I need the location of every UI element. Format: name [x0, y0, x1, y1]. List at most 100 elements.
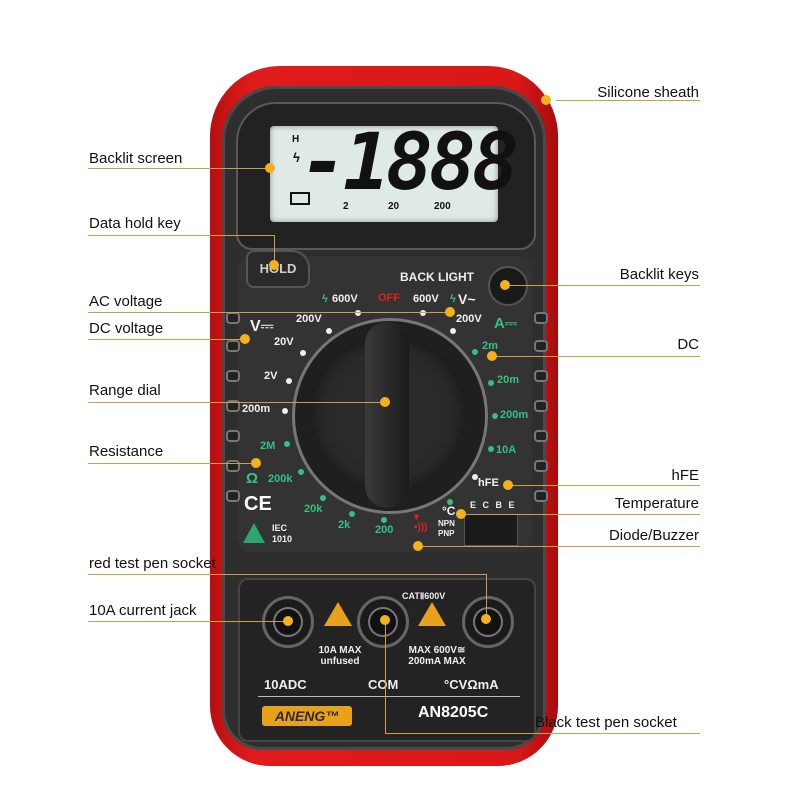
- range-ohm-20k: 20k: [304, 503, 323, 515]
- lcd-scale-200: 200: [434, 201, 451, 212]
- transistor-pins: E C B E: [470, 500, 517, 510]
- dial-position-dot: [381, 517, 387, 523]
- range-ohm-200k: 200k: [268, 473, 293, 485]
- callout-line: [418, 546, 700, 547]
- backlit-screen: [270, 126, 498, 222]
- callout-dc: DC: [677, 336, 699, 353]
- grip-bump: [226, 490, 240, 502]
- callout-line: [88, 235, 274, 236]
- callout-line: [88, 402, 384, 403]
- dial-position-dot: [447, 499, 453, 505]
- callout-pin: [413, 541, 423, 551]
- callout-line: [512, 485, 700, 486]
- terminal-10adc-label: 10ADC: [264, 677, 307, 692]
- ce-mark: CE: [244, 493, 272, 515]
- grip-bump: [534, 400, 548, 412]
- callout-line: [88, 312, 450, 313]
- callout-line: [88, 621, 288, 622]
- grip-bump: [226, 460, 240, 472]
- hfe-label: hFE: [478, 477, 499, 489]
- hold-indicator: H: [292, 134, 300, 145]
- range-dcv-2: 2V: [264, 370, 278, 382]
- range-dcv-20: 20V: [274, 336, 294, 348]
- warn-10a-max: 10A MAX: [318, 645, 362, 656]
- callout-red-test-pen-socket: red test pen socket: [89, 555, 216, 572]
- callout-resistance: Resistance: [89, 443, 164, 460]
- dial-position-dot: [284, 441, 290, 447]
- range-ohm-200: 200: [375, 524, 394, 536]
- hold-button[interactable]: HOLD: [246, 250, 310, 288]
- range-dcv-200m: 200m: [242, 403, 271, 415]
- range-dca-20m: 20m: [497, 374, 520, 386]
- range-ohm-2M: 2M: [260, 440, 276, 452]
- callout-line: [88, 339, 246, 340]
- callout-pin: [265, 163, 275, 173]
- callout-temperature: Temperature: [614, 495, 699, 512]
- callout-line: [486, 574, 487, 619]
- callout-black-test-pen-socket: Black test pen socket: [535, 714, 677, 731]
- callout-backlit-screen: Backlit screen: [89, 150, 183, 167]
- callout-line: [88, 168, 270, 169]
- dcv-symbol: V⎓: [250, 318, 274, 335]
- callout-pin: [283, 616, 293, 626]
- grip-bump: [226, 400, 240, 412]
- dial-pointer[interactable]: [365, 322, 409, 508]
- grip-bump: [226, 340, 240, 352]
- callout-diode-buzzer: Diode/Buzzer: [608, 527, 699, 544]
- callout-line: [385, 620, 386, 733]
- npn-label: NPN: [438, 519, 455, 528]
- callout-pin: [541, 95, 551, 105]
- callout-pin: [500, 280, 510, 290]
- dial-position-dot: [282, 408, 288, 414]
- range-acv-200: 200V: [296, 313, 322, 325]
- socket-com[interactable]: [357, 596, 409, 648]
- dca-symbol: A⎓: [494, 315, 517, 332]
- ac-lightning-icon: ϟ: [322, 293, 328, 305]
- grip-bump: [226, 370, 240, 382]
- callout-pin: [487, 351, 497, 361]
- lcd-scale-20: 20: [388, 201, 400, 212]
- callout-pin: [380, 615, 390, 625]
- callout-pin: [269, 260, 279, 270]
- dial-position-dot: [300, 350, 306, 356]
- callout-line: [492, 356, 700, 357]
- dial-position-dot: [472, 349, 478, 355]
- dial-position-dot: [320, 495, 326, 501]
- grip-bump: [534, 340, 548, 352]
- callout-backlit-keys: Backlit keys: [619, 266, 699, 283]
- model-number: AN8205C: [418, 704, 489, 721]
- callout-silicone-sheath: Silicone sheath: [597, 84, 699, 101]
- grip-bump: [534, 490, 548, 502]
- dc-lightning-icon: ϟ: [450, 293, 456, 305]
- callout-dc-voltage: DC voltage: [89, 320, 164, 337]
- warning-triangle-icon: [324, 602, 352, 626]
- divider: [258, 696, 520, 697]
- battery-icon: [290, 192, 310, 205]
- callout-hfe: hFE: [671, 467, 699, 484]
- grip-bump: [534, 312, 548, 324]
- grip-bump: [534, 370, 548, 382]
- acv-symbol: V~: [458, 291, 476, 307]
- callout-pin: [481, 614, 491, 624]
- callout-line: [462, 514, 700, 515]
- brand-logo: ANENG™: [262, 706, 352, 726]
- callout-pin: [380, 397, 390, 407]
- hfe-socket[interactable]: [464, 514, 518, 546]
- range-dcv-600: 600V: [413, 293, 439, 305]
- iec-number: 1010: [272, 534, 293, 544]
- range-dca-200m: 200m: [500, 409, 529, 421]
- warn-max-600v: MAX 600V≅: [408, 645, 466, 656]
- range-dca-2m: 2m: [482, 340, 498, 352]
- callout-10a-current-jack: 10A current jack: [89, 602, 197, 619]
- range-dcv-200: 200V: [456, 313, 482, 325]
- callout-line: [510, 285, 700, 286]
- diode-buzzer-icon: ▾•))): [414, 512, 428, 533]
- backlight-button[interactable]: [488, 266, 528, 306]
- dial-position-dot: [450, 328, 456, 334]
- warn-unfused: unfused: [320, 656, 360, 667]
- callout-pin: [503, 480, 513, 490]
- range-dca-10A: 10A: [496, 444, 517, 456]
- dial-position-dot: [298, 469, 304, 475]
- callout-pin: [240, 334, 250, 344]
- range-acv-600: 600V: [332, 293, 358, 305]
